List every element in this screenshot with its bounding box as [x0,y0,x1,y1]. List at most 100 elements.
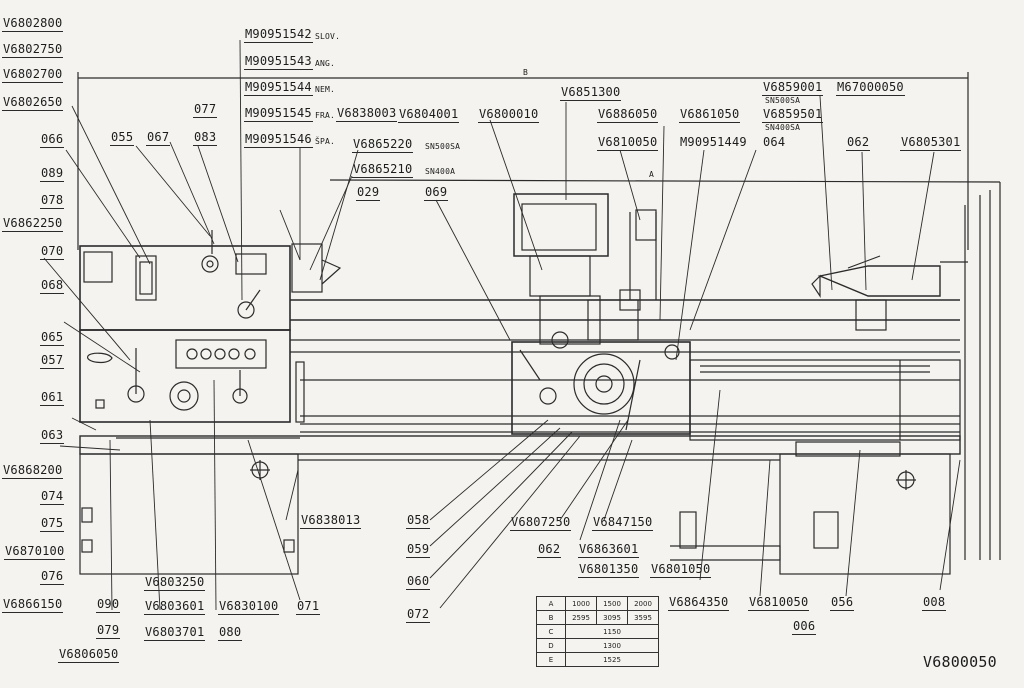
dim-value: 3595 [627,610,659,625]
dimension-line-b [77,72,969,250]
callout-083: 083 [193,130,218,146]
callout-V6886050: V6886050 [597,107,659,123]
note-spa: ŠPA. [315,137,336,146]
callout-V6803250: V6803250 [144,575,206,591]
callout-V6847150: V6847150 [592,515,654,531]
callout-079: 079 [96,623,121,639]
note-sn400a: SN400A [425,167,456,176]
callout-V6862250: V6862250 [2,216,64,232]
callout-069: 069 [424,185,449,201]
apron [511,331,691,435]
callout-V6830100: V6830100 [218,599,280,615]
dim-key: B [536,610,566,625]
callout-064: 064 [763,135,786,149]
dim-value: 1300 [565,638,659,653]
callout-077: 077 [193,102,218,118]
callout-060: 060 [406,574,431,590]
callout-V6851300: V6851300 [560,85,622,101]
callout-080: 080 [218,625,243,641]
carriage [513,193,657,345]
callout-V6804001: V6804001 [398,107,460,123]
callout-V6803601: V6803601 [144,599,206,615]
dim-value: 2000 [627,596,659,611]
callout-065: 065 [40,330,65,346]
spindle-chuck [291,243,342,423]
dim-row-e: E 1525 [536,652,659,667]
callout-V6801350: V6801350 [578,562,640,578]
callout-089: 089 [40,166,65,182]
callout-V6802700: V6802700 [2,67,64,83]
note-sn500sa-a: SN500SA [425,142,461,151]
callout-059: 059 [406,542,431,558]
callout-072: 072 [406,607,431,623]
callout-M90951544: M90951544 [244,80,313,96]
callout-V6802800: V6802800 [2,16,64,32]
callout-090: 090 [96,597,121,613]
dim-value: 1500 [596,596,628,611]
callout-M90951542: M90951542 [244,27,313,43]
callout-062b: 062 [537,542,562,558]
headstock [79,230,291,331]
callout-M90951449: M90951449 [680,135,747,149]
dimension-label-b: B [523,68,529,77]
callout-M67000050: M67000050 [836,80,905,96]
dimension-table: A 1000 1500 2000 B 2595 3095 3595 C 1150… [536,596,659,667]
callout-V6863601: V6863601 [578,542,640,558]
callout-V6802750: V6802750 [2,42,64,58]
callout-V6803701: V6803701 [144,625,206,641]
callout-V6810050b: V6810050 [748,595,810,611]
callout-V6864350: V6864350 [668,595,730,611]
callout-056: 056 [830,595,855,611]
dimension-line-a [329,179,1001,560]
dimension-label-a: A [649,170,655,179]
lathe-base [79,435,961,575]
dim-row-d: D 1300 [536,638,659,653]
callout-076: 076 [40,569,65,585]
callout-V6861050: V6861050 [679,107,741,123]
callout-V6802650: V6802650 [2,95,64,111]
dim-value: 3095 [596,610,628,625]
callout-V6866150: V6866150 [2,597,64,613]
drawing-number: V6800050 [923,653,997,671]
lathe-bed [290,299,961,441]
callout-068: 068 [40,278,65,294]
note-sn500sa-b: SN500SA [765,96,801,105]
callout-066: 066 [40,132,65,148]
dim-row-c: C 1150 [536,624,659,639]
note-ang: ANG. [315,59,336,68]
callout-062a: 062 [846,135,871,151]
callout-V6810050a: V6810050 [597,135,659,151]
note-slov: SLOV. [315,32,341,41]
callout-071: 071 [296,599,321,615]
dim-value: 1150 [565,624,659,639]
callout-M90951545: M90951545 [244,106,313,122]
callout-V6868200: V6868200 [2,463,64,479]
leader-lines [43,39,961,611]
dim-value: 2595 [565,610,597,625]
callout-V6800010: V6800010 [478,107,540,123]
dim-key: C [536,624,566,639]
callout-075: 075 [40,516,65,532]
callout-M90951543: M90951543 [244,54,313,70]
callout-V6807250: V6807250 [510,515,572,531]
dim-value: 1000 [565,596,597,611]
callout-061: 061 [40,390,65,406]
dim-key: A [536,596,566,611]
callout-070: 070 [40,244,65,260]
callout-V6865210: V6865210 [352,162,414,178]
callout-V6838013: V6838013 [300,513,362,529]
dim-row-a: A 1000 1500 2000 [536,596,659,611]
gearbox [79,329,291,423]
callout-V6859501: V6859501 [762,107,824,123]
note-nem: NEM. [315,85,336,94]
callout-V6801050: V6801050 [650,562,712,578]
callout-063: 063 [40,428,65,444]
note-fra: FRA. [315,111,336,120]
callout-008: 008 [922,595,947,611]
callout-V6838003: V6838003 [336,106,398,122]
dim-value: 1525 [565,652,659,667]
note-sn400sa: SN400SA [765,123,801,132]
callout-M90951546: M90951546 [244,132,313,148]
callout-V6865220: V6865220 [352,137,414,153]
